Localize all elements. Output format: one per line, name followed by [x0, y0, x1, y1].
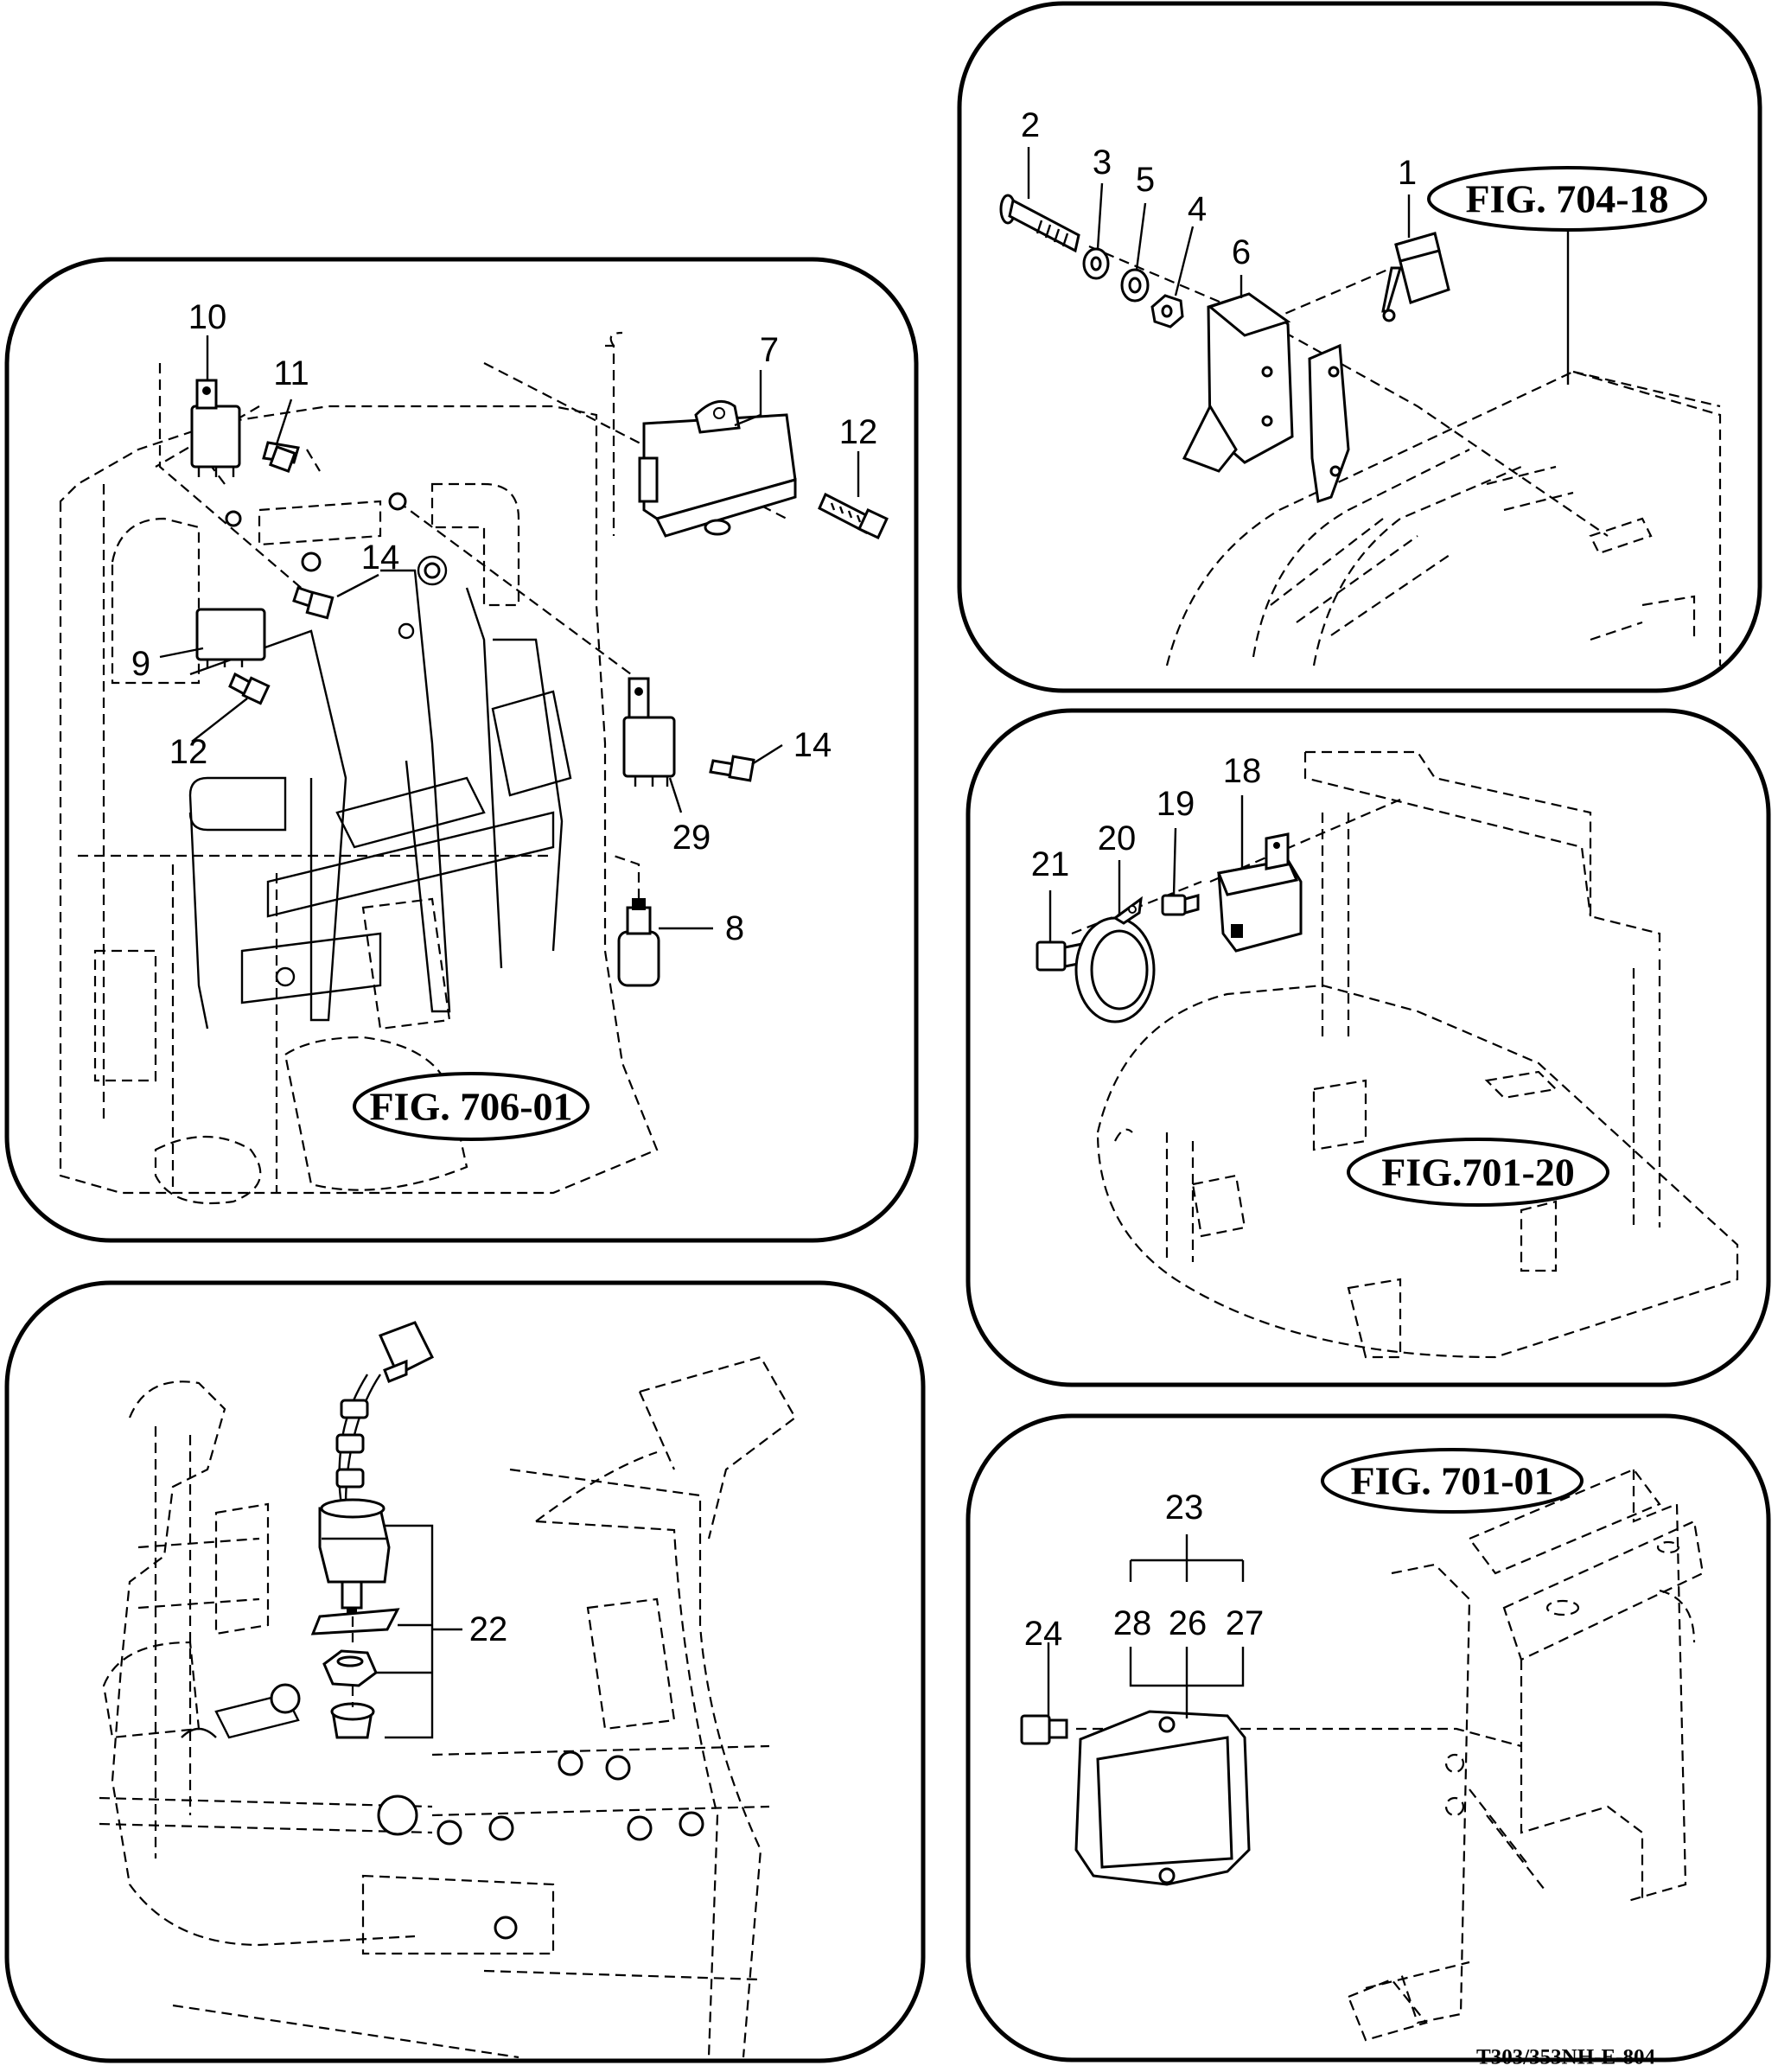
callout-8: 8 [725, 909, 744, 947]
panel-fig-706-01: 10 11 7 12 14 9 12 14 29 8 FIG. 706-01 [4, 257, 919, 1243]
panel-fig-704-18: 2 3 5 4 1 6 FIG. 704-18 [957, 1, 1762, 693]
part-23-cover-plate [1074, 1710, 1251, 1886]
callout-23: 23 [1165, 1489, 1204, 1527]
panel-frame [965, 1413, 1771, 2062]
part-7-control-unit [638, 399, 797, 538]
fig-701-01-label: FIG. 701-01 [1350, 1459, 1553, 1503]
part-14-bolt-upper [292, 586, 335, 620]
callout-28: 28 [1113, 1604, 1152, 1642]
panel-lower-left: 22 [4, 1280, 926, 2063]
fig-704-18-label: FIG. 704-18 [1465, 177, 1668, 221]
callout-14-right: 14 [793, 726, 832, 764]
part-12-bolt-upper [818, 492, 889, 539]
callout-19: 19 [1157, 785, 1195, 823]
callout-9: 9 [131, 645, 150, 683]
part-22-sensor-assembly [310, 1321, 435, 1739]
callout-12-upper: 12 [839, 413, 878, 451]
part-9-relay [195, 608, 266, 667]
panel-fig-701-01: 23 28 26 27 24 FIG. 701-01 [965, 1413, 1771, 2062]
document-id: T303/353NH-E-804 [1476, 2046, 1655, 2069]
part-8-switch [613, 854, 660, 987]
part-11-bolt [262, 441, 300, 474]
callout-11: 11 [273, 354, 309, 392]
fig-706-01-oval [353, 1072, 589, 1141]
part-2-bolt [999, 194, 1080, 253]
fig-706-01-label: FIG. 706-01 [369, 1085, 572, 1129]
part-1-microswitch [1381, 232, 1450, 322]
part-12-bolt-lower [228, 672, 271, 705]
callout-14-upper: 14 [361, 539, 400, 577]
callout-1: 1 [1398, 154, 1417, 192]
callout-3: 3 [1093, 143, 1112, 182]
part-29-relay [622, 677, 676, 787]
part-20-horn [1074, 896, 1156, 1023]
fig-701-20-oval [1347, 1138, 1609, 1207]
part-6-bracket [1182, 292, 1294, 473]
callout-7: 7 [760, 331, 779, 369]
callout-18: 18 [1223, 752, 1262, 790]
panel-frame [4, 1280, 926, 2063]
callout-2: 2 [1021, 106, 1040, 144]
part-18-relay [1216, 832, 1303, 953]
part-10-relay [190, 379, 241, 477]
callout-26: 26 [1169, 1604, 1208, 1642]
callout-29: 29 [672, 819, 711, 857]
panel-fig-701-20: 21 20 19 18 FIG.701-20 [965, 708, 1771, 1387]
callout-12-lower: 12 [169, 733, 208, 771]
callout-5: 5 [1136, 161, 1155, 199]
part-14-bolt-right [709, 755, 755, 782]
callout-6: 6 [1232, 233, 1251, 271]
part-24-bolt [1020, 1714, 1068, 1745]
fig-701-01-oval [1321, 1448, 1584, 1514]
fig-704-18-oval [1427, 166, 1707, 232]
callout-24: 24 [1024, 1615, 1063, 1653]
fig-701-20-label: FIG.701-20 [1381, 1151, 1575, 1195]
callout-20: 20 [1098, 819, 1137, 857]
part-19-bolt [1161, 894, 1200, 916]
panel-frame [4, 257, 919, 1243]
part-1-bracket-strip [1308, 343, 1350, 503]
callout-10: 10 [188, 298, 227, 336]
callout-21: 21 [1031, 845, 1070, 883]
callout-22: 22 [469, 1610, 508, 1648]
panel-frame [965, 708, 1771, 1387]
panel-frame [957, 1, 1762, 693]
callout-4: 4 [1188, 190, 1207, 228]
callout-27: 27 [1226, 1604, 1265, 1642]
